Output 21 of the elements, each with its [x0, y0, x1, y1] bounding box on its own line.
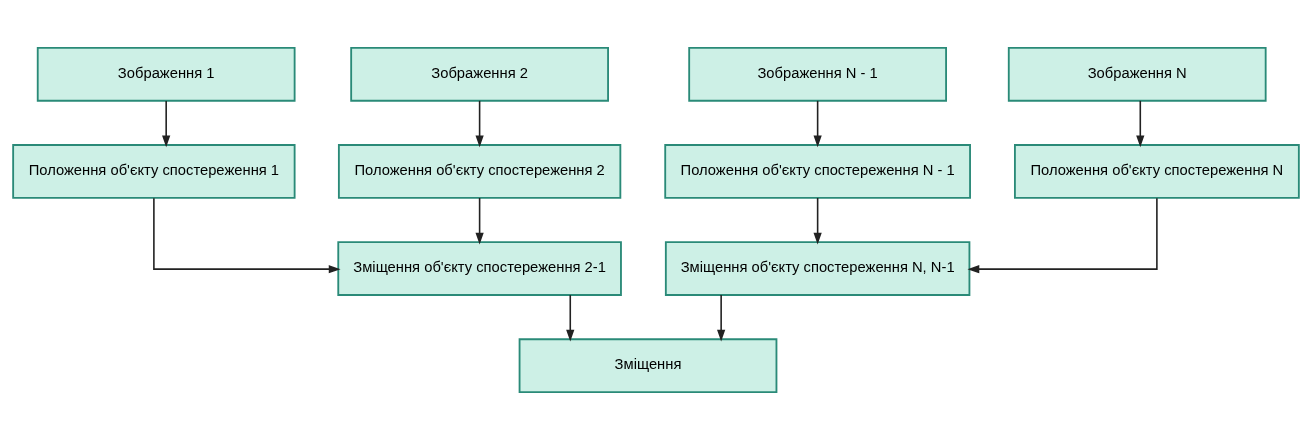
node-box: Зображення N — [1007, 46, 1267, 102]
arrow — [153, 196, 341, 273]
arrow — [475, 99, 484, 147]
arrow — [813, 99, 822, 147]
node-box: Зміщення об'єкту спостереження 2-1 — [337, 240, 622, 296]
node-box: Зображення 2 — [350, 46, 609, 102]
node-box: Зображення 1 — [36, 46, 296, 102]
arrow — [566, 293, 575, 342]
node-box: Положення об'єкту спостереження 2 — [337, 143, 622, 199]
node-box: Зміщення — [518, 337, 778, 393]
arrow — [813, 196, 822, 244]
node-box: Зображення N - 1 — [688, 46, 947, 102]
arrow — [475, 196, 484, 244]
arrow — [1136, 99, 1145, 147]
node-box: Зміщення об'єкту спостереження N, N-1 — [664, 240, 971, 296]
arrow — [717, 293, 726, 342]
node-box: Положення об'єкту спостереження 1 — [12, 143, 296, 199]
arrow — [162, 99, 171, 147]
node-box: Положення об'єкту спостереження N - 1 — [664, 143, 971, 199]
node-box: Положення об'єкту спостереження N — [1014, 143, 1300, 199]
arrow — [967, 196, 1158, 273]
